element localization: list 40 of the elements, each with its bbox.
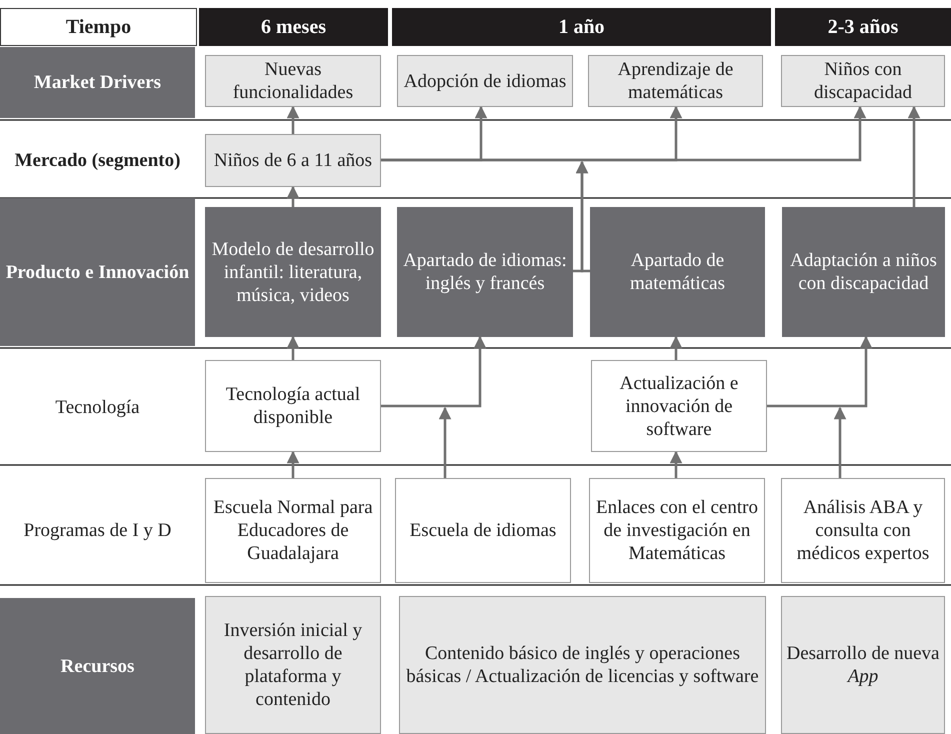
row-header: Recursos bbox=[0, 598, 195, 734]
process-box: Enlaces con el centro de investigación en Matemáticas bbox=[589, 478, 765, 583]
row-header: Market Drivers bbox=[0, 47, 195, 118]
driver-box: Contenido básico de inglés y operaciones básicas / Actualización de licencias y software bbox=[399, 596, 766, 734]
product-box: Apartado de matemáticas bbox=[590, 207, 765, 337]
product-box: Apartado de idiomas: inglés y francés bbox=[397, 207, 573, 337]
process-box: Tecnología actual disponible bbox=[205, 360, 381, 452]
arrow bbox=[670, 450, 682, 478]
arrow bbox=[286, 450, 300, 478]
arrow bbox=[286, 186, 300, 207]
product-box: Modelo de desarrollo infantil: literatura, música, videos bbox=[205, 207, 381, 337]
driver-box: Adopción de idiomas bbox=[397, 55, 573, 107]
process-box: Actualización e innovación de software bbox=[591, 360, 767, 452]
driver-box: Nuevas funcionalidades bbox=[205, 55, 381, 107]
driver-box: Niños de 6 a 11 años bbox=[205, 134, 381, 187]
process-box: Escuela de idiomas bbox=[395, 478, 571, 583]
row-label: Tecnología bbox=[54, 396, 141, 420]
header-cell: 6 meses bbox=[197, 8, 388, 46]
row-header: Producto e Innovación bbox=[0, 198, 195, 346]
arrow bbox=[381, 106, 866, 162]
process-box: Análisis ABA y consulta con médicos expertos bbox=[781, 478, 945, 583]
row-label: Programas de I y D bbox=[22, 518, 172, 542]
arrow bbox=[670, 336, 682, 360]
process-box: Escuela Normal para Educadores de Guadalajara bbox=[205, 478, 381, 583]
header-cell: 1 año bbox=[390, 8, 771, 46]
driver-box: Inversión inicial y desarrollo de plataforma y contenido bbox=[205, 596, 381, 734]
product-box: Adaptación a niños con discapacidad bbox=[782, 207, 945, 337]
arrow bbox=[286, 336, 300, 360]
driver-box: Niños con discapacidad bbox=[781, 55, 945, 107]
arrow bbox=[908, 106, 920, 207]
driver-box: Aprendizaje de matemáticas bbox=[588, 55, 763, 107]
arrow bbox=[834, 406, 846, 478]
row-label: Mercado (segmento) bbox=[14, 148, 182, 172]
arrow bbox=[286, 106, 300, 134]
arrow bbox=[438, 406, 452, 478]
header-cell: Tiempo bbox=[0, 8, 197, 46]
arrow bbox=[767, 336, 872, 408]
header-cell: 2-3 años bbox=[773, 8, 951, 46]
driver-box: Desarrollo de nueva App bbox=[781, 596, 945, 734]
arrow bbox=[381, 336, 486, 408]
